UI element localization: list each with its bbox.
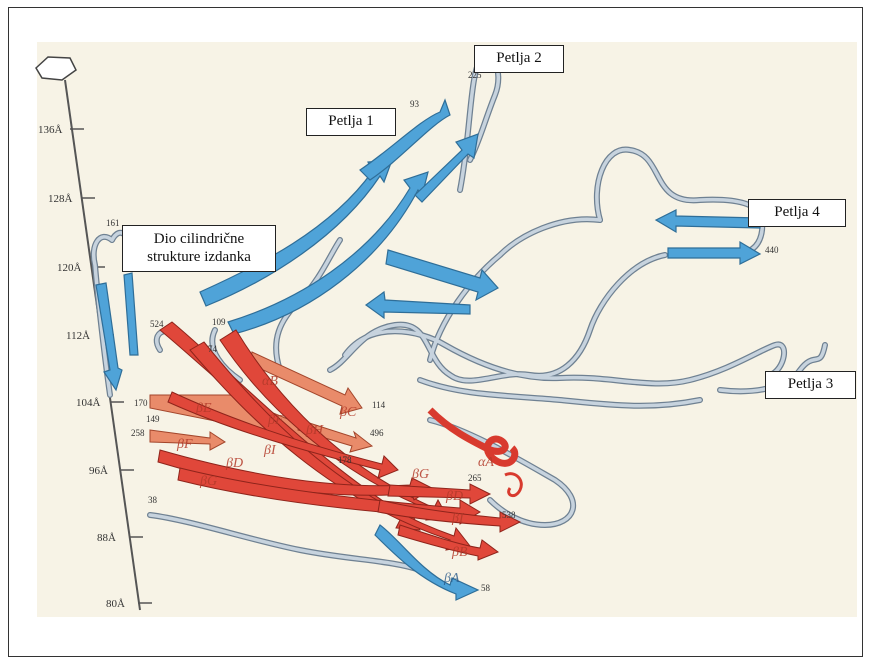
loop-coil-highlight [330,255,665,381]
scale-label: 96Å [89,465,108,477]
callout-loop-1: Petlja 1 [306,108,396,136]
structure-label: βI [451,511,465,526]
beta-strand-arrow [415,134,478,202]
loop-coil-highlight [150,515,420,570]
residue-number: 58 [481,583,491,593]
callout-loop-2: Petlja 2 [474,45,564,73]
beta-strand-arrow [386,250,498,300]
callout-barrel-line-2: strukture izdanka [127,248,271,266]
beta-strand-arrow [366,292,470,318]
beta-strand-arrow [668,242,760,264]
structure-label: βD [225,456,243,471]
residue-number: 496 [370,428,384,438]
structure-label: βC [339,405,357,420]
alpha-helix-end [505,474,521,496]
residue-number: 258 [131,428,145,438]
scale-label: 120Å [57,262,82,274]
structure-label: βG [199,474,217,489]
residue-number: 265 [468,473,482,483]
beta-strand-arrow [124,273,138,355]
structure-label: βG [411,467,429,482]
loop-coil [330,255,665,381]
structure-label: βF [176,437,193,452]
structure-label: βH [305,423,324,438]
residue-number: 74 [208,344,218,354]
residue-number: 524 [150,319,164,329]
residue-number: 109 [212,317,226,327]
residue-number: 161 [106,218,120,228]
scale-label: 80Å [106,598,125,610]
residue-number: 93 [410,99,420,109]
residue-number: 114 [372,400,386,410]
scale-label: 88Å [97,532,116,544]
callout-loop-4: Petlja 4 [748,199,846,227]
residue-number: 170 [134,398,148,408]
callout-barrel: Dio cilindrične strukture izdanka [122,225,276,272]
structure-label: βE [195,401,212,416]
callout-barrel-line-1: Dio cilindrične [127,230,271,248]
structure-label: βF [267,413,284,428]
scale-label: 112Å [66,330,90,342]
structure-label: αB [262,374,278,389]
callout-loop-3: Petlja 3 [765,371,856,399]
beta-strand-arrow [398,525,498,560]
residue-number: 178 [338,455,352,465]
loop-coil [345,331,784,383]
structure-label: βD [445,489,463,504]
pentagon-icon [36,57,76,80]
residue-number: 440 [765,245,779,255]
scale-label: 136Å [38,124,63,136]
beta-strand-arrow [656,210,760,232]
scale-label: 104Å [76,397,101,409]
loop-coil [430,219,600,360]
structure-label: βI [263,443,277,458]
residue-number: 538 [502,510,516,520]
structure-label: αA [478,455,494,470]
residue-number: 38 [148,495,158,505]
structure-label: βA [443,571,460,586]
residue-number: 149 [146,414,160,424]
structure-label: βB [451,545,468,560]
scale-label: 128Å [48,193,73,205]
